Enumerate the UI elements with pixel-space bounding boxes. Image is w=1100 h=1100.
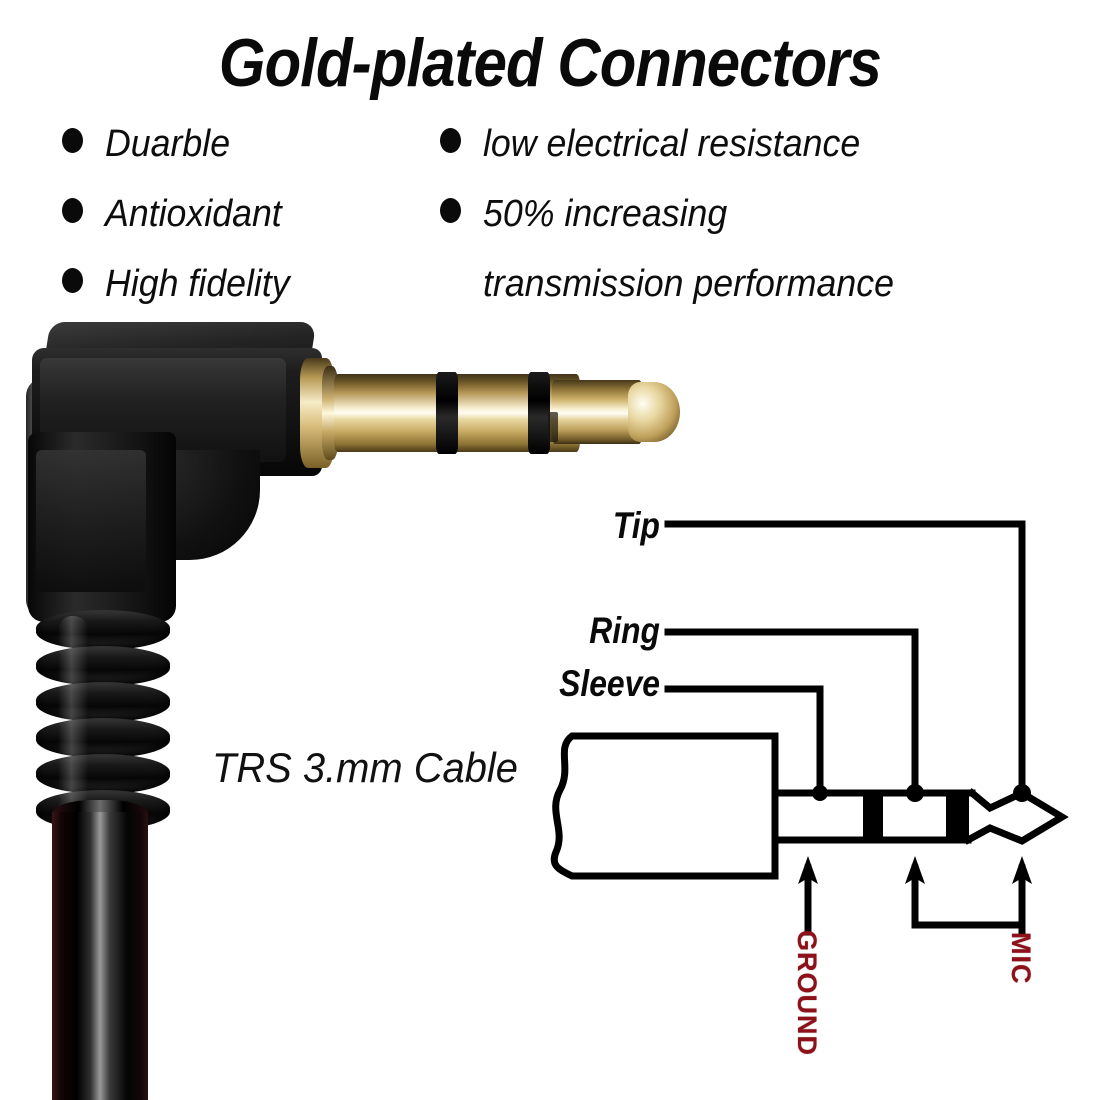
feature-list: Duarble Antioxidant High fidelity low el…	[0, 118, 1100, 305]
list-item: High fidelity	[62, 258, 432, 312]
list-item: 50% increasing	[440, 188, 960, 242]
arrow-head-ground	[798, 856, 818, 884]
bullet-dot-icon	[62, 267, 83, 293]
schematic-insulator-band-2	[946, 793, 969, 841]
feature-label: High fidelity	[105, 262, 290, 305]
strain-relief-ring	[36, 610, 170, 650]
feature-label: Duarble	[105, 123, 231, 165]
feature-label: Antioxidant	[105, 192, 282, 235]
strain-relief-ring	[36, 682, 170, 722]
node-ring	[906, 784, 924, 802]
gold-tip-segment	[552, 380, 642, 444]
list-item: low electrical resistance	[440, 118, 960, 172]
cable-body	[52, 812, 148, 1100]
signal-label-mic: MIC	[1006, 932, 1036, 985]
bullet-dot-icon	[440, 197, 461, 223]
gold-tip-dome	[628, 382, 680, 442]
strain-relief-ring	[36, 754, 170, 794]
bullet-spacer	[440, 268, 461, 293]
node-tip	[1013, 784, 1031, 802]
list-item: Duarble	[62, 118, 432, 172]
cable-caption: TRS 3.mm Cable	[212, 744, 518, 791]
feature-label: low electrical resistance	[483, 123, 861, 165]
arrow-head-mic-left	[905, 856, 925, 884]
list-item: Antioxidant	[62, 188, 432, 242]
feature-column-left: Duarble Antioxidant High fidelity	[62, 118, 432, 328]
feature-label: 50% increasing	[483, 192, 728, 235]
bullet-dot-icon	[62, 128, 83, 153]
insulator-band-2	[528, 372, 550, 454]
page-title: Gold-plated Connectors	[218, 25, 882, 101]
schematic-label-ring: Ring	[589, 610, 660, 651]
list-item-continuation: transmission performance	[440, 258, 960, 312]
bullet-dot-icon	[440, 128, 461, 153]
arrow-head-mic-right	[1012, 856, 1032, 884]
strain-relief-sheen	[58, 616, 88, 828]
feature-column-right: low electrical resistance 50% increasing…	[440, 118, 960, 328]
strain-relief-ring	[36, 718, 170, 758]
node-sleeve	[812, 785, 828, 801]
product-photo	[0, 300, 740, 1100]
schematic-label-tip: Tip	[612, 505, 660, 546]
signal-label-ground: GROUND	[792, 930, 822, 1056]
plug-tip-cone	[963, 788, 1069, 845]
feature-label: transmission performance	[483, 262, 894, 305]
insulator-band-1	[436, 372, 458, 454]
schematic-label-sleeve: Sleeve	[559, 663, 660, 704]
strain-relief-ring	[36, 646, 170, 686]
tip-notch	[548, 412, 558, 442]
housing-leg-face	[36, 450, 146, 592]
bullet-dot-icon	[62, 197, 83, 223]
schematic-insulator-band-1	[863, 793, 883, 841]
